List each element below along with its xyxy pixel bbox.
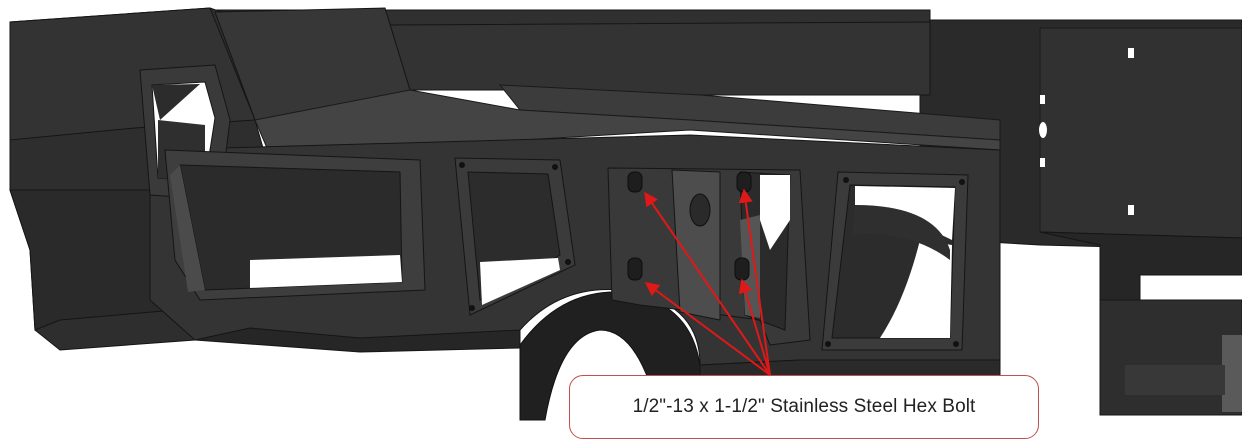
- bolt-hole: [736, 171, 752, 193]
- slot-hole: [1040, 95, 1045, 104]
- callout-box: 1/2"-13 x 1-1/2" Stainless Steel Hex Bol…: [569, 375, 1039, 439]
- slot-hole: [1039, 122, 1047, 138]
- slot-hole: [1040, 158, 1045, 167]
- mount-plate-left: [454, 157, 576, 316]
- top-rail: [199, 9, 1001, 141]
- slot-hole: [1128, 205, 1134, 215]
- arrow: [738, 188, 771, 376]
- arrow: [738, 278, 771, 376]
- bolt-hole: [734, 257, 750, 281]
- arrow: [644, 282, 771, 376]
- callout-arrows: [644, 188, 771, 376]
- bolt-hole: [627, 257, 643, 281]
- callout-label: 1/2"-13 x 1-1/2" Stainless Steel Hex Bol…: [632, 396, 976, 417]
- slot-hole: [1128, 48, 1134, 58]
- arrow: [644, 191, 771, 376]
- bolt-hole: [627, 171, 643, 193]
- mount-plate-right: [821, 171, 969, 351]
